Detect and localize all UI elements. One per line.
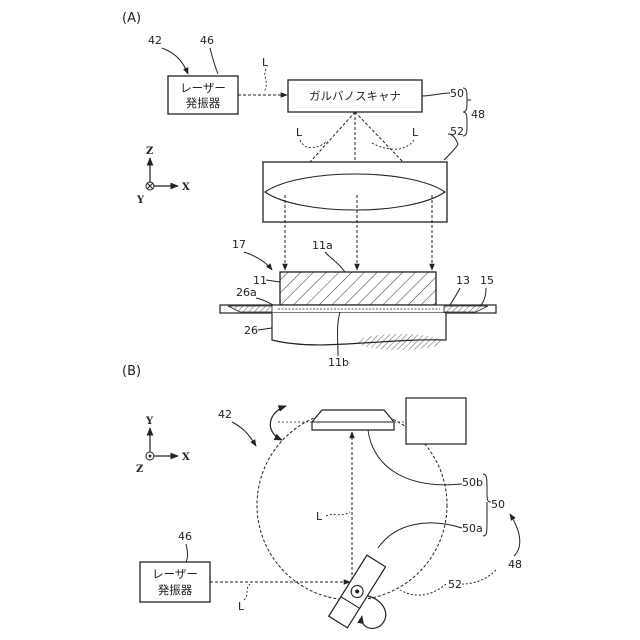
- axis-z-label: Z: [146, 146, 153, 157]
- ref-48-label: 48: [471, 108, 485, 121]
- ref-50-label-b: 50: [491, 498, 505, 511]
- ref-48-arrow-b: [510, 514, 520, 556]
- ref-11a-label: 11a: [312, 239, 333, 252]
- beam-L1-label: L: [262, 56, 269, 69]
- ref-50b-label: 50b: [462, 476, 483, 489]
- ref-50-leader: [422, 93, 450, 96]
- panel-a: (A) 42 46 レーザー 発振器 L ガルバノスキャナ 50 48 52 L: [122, 11, 496, 369]
- ref-46-label: 46: [200, 34, 214, 47]
- laser-oscillator-text-2: 発振器: [186, 96, 221, 110]
- axis-y-label-b: Y: [145, 416, 154, 427]
- ref-48-brace: [463, 88, 471, 136]
- ref-52-label-b: 52: [448, 578, 462, 591]
- laser-oscillator-text-2-b: 発振器: [158, 583, 193, 597]
- galvano-scanner-text: ガルバノスキャナ: [309, 89, 401, 103]
- ref-50-label: 50: [450, 87, 464, 100]
- laser-oscillator-text-1-b: レーザー: [152, 567, 198, 581]
- ref-48-dashed-curve: [462, 570, 496, 584]
- ref-11a-leader: [325, 252, 345, 272]
- ref-17-arrow: [244, 252, 272, 270]
- ref-46-leader: [210, 48, 218, 74]
- mirror-50a-rotation-arrow: [362, 596, 386, 628]
- ref-26-leader: [258, 328, 272, 330]
- ref-46-label-b: 46: [178, 530, 192, 543]
- ref-11b-label: 11b: [328, 356, 349, 369]
- ref-50-brace: [483, 474, 491, 536]
- beam-L2-label-b: L: [238, 600, 245, 613]
- panel-b: (B) 42 L 50b 50 50a 48: [122, 364, 522, 628]
- beam-L-label-b: L: [316, 510, 323, 523]
- axis-y-label: Y: [136, 195, 145, 206]
- ref-46-leader-b: [186, 544, 188, 562]
- mirror-50b: [312, 410, 394, 430]
- mirror-50b-rotation-arrow: [270, 406, 286, 440]
- panel-b-label: (B): [122, 364, 141, 379]
- ref-52-leader-b: [400, 584, 446, 595]
- beam-L-leader-b: [326, 512, 350, 516]
- panel-a-label: (A): [122, 11, 141, 26]
- ref-15-leader: [480, 288, 486, 306]
- ref-42-arrow: [162, 48, 188, 74]
- beam-L2-leader: [300, 140, 326, 148]
- ref-15-label: 15: [480, 274, 494, 287]
- support-shadow: [358, 334, 442, 350]
- axis-x-label-b: X: [182, 452, 190, 463]
- axis-z-label-b: Z: [136, 464, 143, 475]
- beam-L2-leader-b: [244, 584, 250, 600]
- ref-42-label: 42: [148, 34, 162, 47]
- beam-L1-leader: [264, 69, 266, 92]
- f-theta-lens-box: [263, 162, 447, 222]
- ref-13-label: 13: [456, 274, 470, 287]
- beam-L3-label: L: [412, 126, 419, 139]
- ref-26a-label: 26a: [236, 286, 257, 299]
- axis-x-label: X: [182, 182, 190, 193]
- ref-42-arrow-b: [232, 422, 256, 446]
- workpiece-11: [280, 272, 436, 305]
- beam-L2-label: L: [296, 126, 303, 139]
- mirror-50a: [329, 555, 386, 628]
- laser-oscillator-text-1: レーザー: [180, 81, 226, 95]
- axis-z-dot-b: [149, 455, 152, 458]
- ref-11-leader: [266, 280, 280, 282]
- ref-50a-label: 50a: [462, 522, 483, 535]
- ref-52-label: 52: [450, 125, 464, 138]
- ref-17-label: 17: [232, 238, 246, 251]
- beam-L3-leader: [370, 140, 414, 149]
- ref-48-label-b: 48: [508, 558, 522, 571]
- ref-50a-leader: [378, 523, 462, 548]
- ref-26-label: 26: [244, 324, 258, 337]
- motor-50b-box: [406, 398, 466, 444]
- ref-42-label-b: 42: [218, 408, 232, 421]
